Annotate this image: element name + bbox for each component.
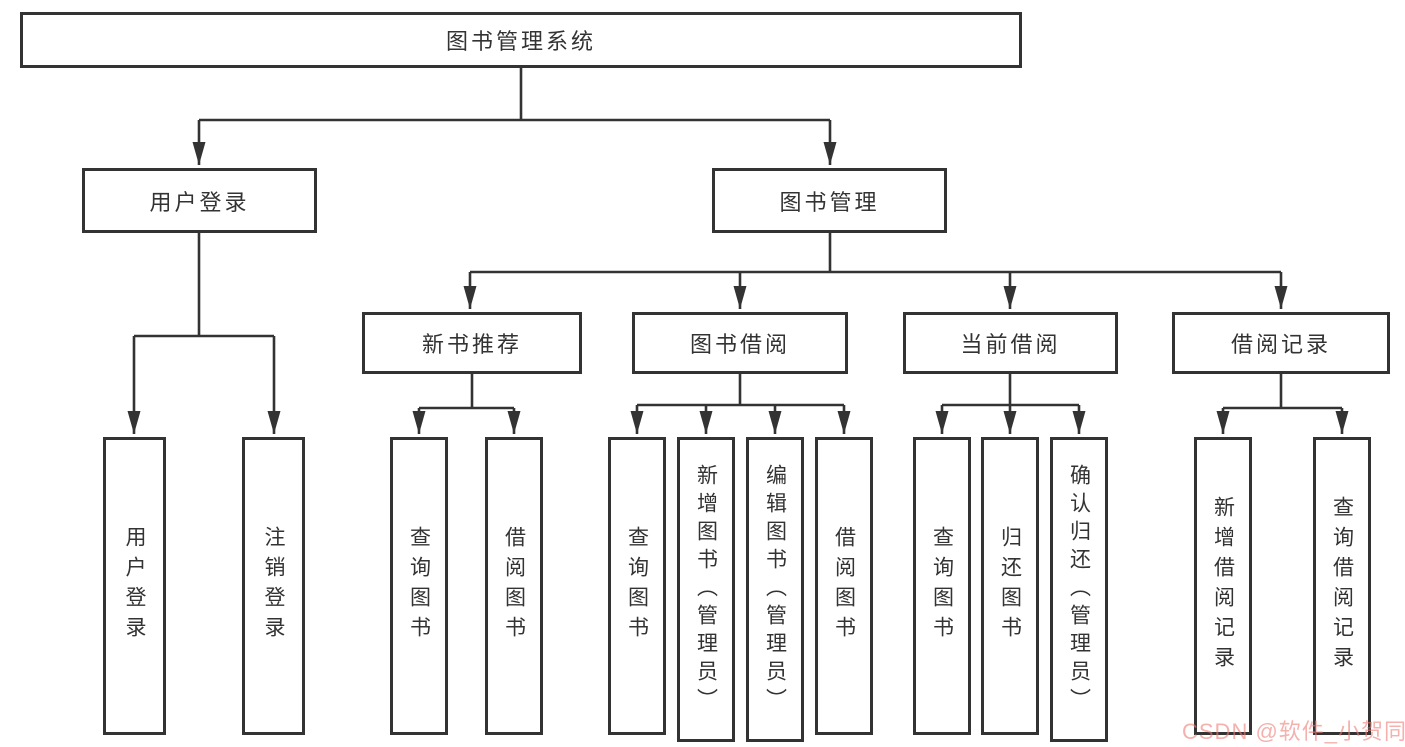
leaf-edit-book-admin: 编辑图书（管理员） [746, 437, 804, 742]
node-book-management: 图书管理 [712, 168, 947, 233]
node-borrowing-records: 借阅记录 [1172, 312, 1390, 374]
leaf-query-borrow-record: 查询借阅记录 [1313, 437, 1371, 735]
node-user-login: 用户登录 [82, 168, 317, 233]
leaf-borrow-books-1: 借阅图书 [485, 437, 543, 735]
leaf-user-login: 用户登录 [103, 437, 166, 735]
leaf-query-books-3: 查询图书 [913, 437, 971, 735]
leaf-logout: 注销登录 [242, 437, 305, 735]
leaf-return-book: 归还图书 [981, 437, 1039, 735]
csdn-watermark: CSDN @软件_小贺同学 [1182, 719, 1405, 744]
leaf-add-book-admin: 新增图书（管理员） [677, 437, 735, 742]
leaf-query-books-1: 查询图书 [390, 437, 448, 735]
node-root: 图书管理系统 [20, 12, 1022, 68]
leaf-borrow-books-2: 借阅图书 [815, 437, 873, 735]
node-new-book-recommendation: 新书推荐 [362, 312, 582, 374]
leaf-add-borrow-record: 新增借阅记录 [1194, 437, 1252, 735]
leaf-query-books-2: 查询图书 [608, 437, 666, 735]
node-book-borrowing: 图书借阅 [632, 312, 848, 374]
leaf-confirm-return-admin: 确认归还（管理员） [1050, 437, 1108, 742]
node-current-borrowing: 当前借阅 [903, 312, 1118, 374]
